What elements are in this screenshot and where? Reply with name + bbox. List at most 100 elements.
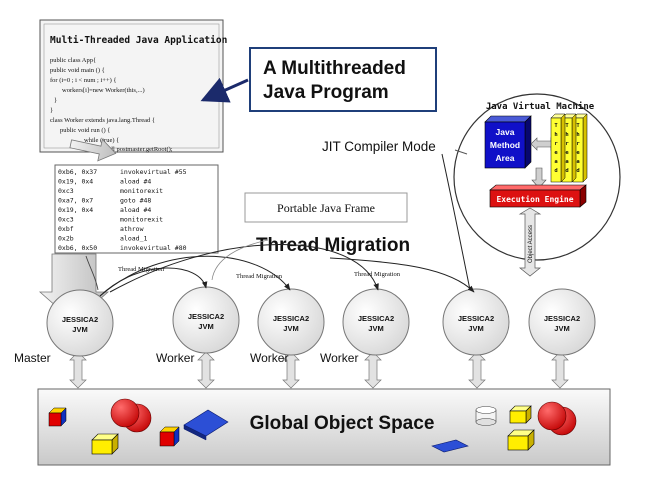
bytecode-op: monitorexit — [120, 187, 163, 195]
node-shelf-arrow — [551, 351, 569, 389]
method-area-line: Method — [490, 140, 520, 150]
method-area: Java Method Area — [484, 115, 532, 169]
bytecode-row: 0xc3 monitorexit — [58, 187, 163, 195]
bytecode-row: 0xb6, 0x37 invokevirtual #55 — [58, 168, 187, 176]
bytecode-op: monitorexit — [120, 216, 163, 224]
jvm-node-master: JESSICA2 JVM — [46, 289, 114, 357]
migration-arc — [99, 255, 291, 297]
object-access-arrow — [518, 207, 542, 277]
shelf-arrows — [69, 351, 569, 389]
cube-object — [48, 407, 67, 427]
jvm-node-sublabel: JVM — [198, 322, 213, 331]
jvm-title: Java Virtual Machine — [486, 101, 595, 112]
application-title: Multi-Threaded Java Application — [50, 35, 227, 46]
jvm-node-sublabel: JVM — [368, 324, 383, 333]
migration-label: Thread Migration — [118, 266, 165, 273]
thread-letter: h — [554, 132, 557, 138]
migration-label: Thread Migration — [354, 271, 401, 278]
cube-face — [48, 412, 62, 427]
jit-node-connector — [441, 153, 471, 291]
bytecode-addr: 0xa7, 0x7 — [58, 197, 93, 205]
jit-mode-label: JIT Compiler Mode — [322, 139, 436, 154]
bytecode-addr: 0x19, 0x4 — [58, 178, 93, 186]
sphere-object — [110, 398, 140, 428]
bytecode-op: aload #4 — [120, 178, 151, 186]
thread-letter: h — [565, 132, 568, 138]
thread-stack: T h r e a d — [561, 113, 577, 183]
jvm-detail: Java Virtual Machine Java Method Area T … — [453, 93, 621, 277]
application-code-box: Multi-Threaded Java Application public c… — [39, 19, 227, 153]
thread-stack-side — [582, 113, 588, 183]
cube-face — [159, 431, 175, 447]
method-area-side — [524, 115, 532, 169]
jit-mode-pointer — [454, 149, 468, 155]
flat-arrow-object — [431, 439, 469, 453]
cube-face — [507, 435, 529, 451]
compile-arrow — [69, 138, 117, 162]
bytecode-op: aload_1 — [120, 235, 147, 243]
thread-stacks: T h r e a d T h r e a d — [550, 113, 588, 183]
wedge-side — [183, 424, 207, 441]
thread-letter: T — [565, 123, 569, 129]
jvm-node-label: JESSICA2 — [358, 314, 394, 323]
shared-objects — [48, 398, 577, 455]
jvm-node-sublabel: JVM — [72, 325, 87, 334]
thread-letter: T — [576, 123, 580, 129]
execution-engine-top — [489, 184, 587, 191]
bytecode-row: 0x19, 0x4 aload #4 — [58, 178, 151, 186]
thread-migration-title: Thread Migration — [256, 235, 410, 256]
thread-letter: e — [565, 150, 569, 156]
thread-letter: r — [576, 141, 580, 147]
bytecode-addr: 0xc3 — [58, 216, 74, 224]
node-shelf-arrow — [282, 351, 300, 389]
bytecode-op: aload #4 — [120, 206, 151, 214]
thread-stack: T h r e a d — [572, 113, 588, 183]
bytecode-row: 0xa7, 0x7 goto #48 — [58, 197, 151, 205]
role-master: Master — [14, 351, 51, 365]
bytecode-table: 0xb6, 0x37 invokevirtual #55 0x19, 0x4 a… — [54, 164, 219, 254]
jvm-node-circle — [528, 288, 596, 356]
cube-object — [507, 429, 535, 451]
bytecode-row: 0xb6, 0x50 invokevirtual #80 — [58, 244, 187, 252]
node-shelf-arrow — [69, 351, 87, 389]
thread-letter: T — [554, 123, 558, 129]
thread-stack-side — [560, 113, 566, 183]
bytecode-frame — [54, 164, 219, 254]
jvm-node-worker: JESSICA2 JVM — [342, 288, 410, 356]
cube-object — [91, 433, 119, 455]
code-line: } — [54, 97, 57, 104]
bytecode-row: 0x2b aload_1 — [58, 235, 147, 243]
role-worker: Worker — [250, 351, 288, 365]
bytecode-addr: 0x19, 0x4 — [58, 206, 93, 214]
bytecode-addr: 0xc3 — [58, 187, 74, 195]
bytecode-addr: 0xb6, 0x50 — [58, 244, 97, 252]
cube-object — [159, 426, 180, 447]
code-line: } — [50, 107, 53, 114]
portable-frame-label: Portable Java Frame — [277, 201, 375, 215]
code-line: for (i=0 ; i < num ; i++) { — [50, 77, 117, 84]
application-code-frame — [39, 19, 224, 153]
method-area-line: Area — [496, 153, 515, 163]
migration-label: Thread Migration — [236, 273, 283, 280]
global-space-label: Global Object Space — [250, 413, 435, 434]
program-callout: A Multithreaded Java Program — [200, 47, 437, 112]
sphere-object — [537, 401, 567, 431]
jvm-node-circle — [442, 288, 510, 356]
code-line: public class App{ — [50, 57, 96, 64]
bytecode-op: goto #48 — [120, 197, 151, 205]
thread-letter: d — [576, 168, 579, 174]
thread-letter: a — [565, 159, 568, 165]
program-callout-line2: Java Program — [263, 82, 389, 103]
bytecode-op: invokevirtual #80 — [120, 244, 187, 252]
execution-engine-face — [489, 189, 581, 208]
jvm-node: JESSICA2 JVM — [528, 288, 596, 356]
role-worker: Worker — [156, 351, 194, 365]
jvm-node-label: JESSICA2 — [188, 312, 224, 321]
jvm-node-circle — [257, 288, 325, 356]
jvm-node-label: JESSICA2 — [458, 314, 494, 323]
migration-arc — [329, 257, 475, 293]
frame-connector — [211, 239, 269, 281]
code-line: Call postmaster.getRoot(); — [104, 146, 173, 153]
